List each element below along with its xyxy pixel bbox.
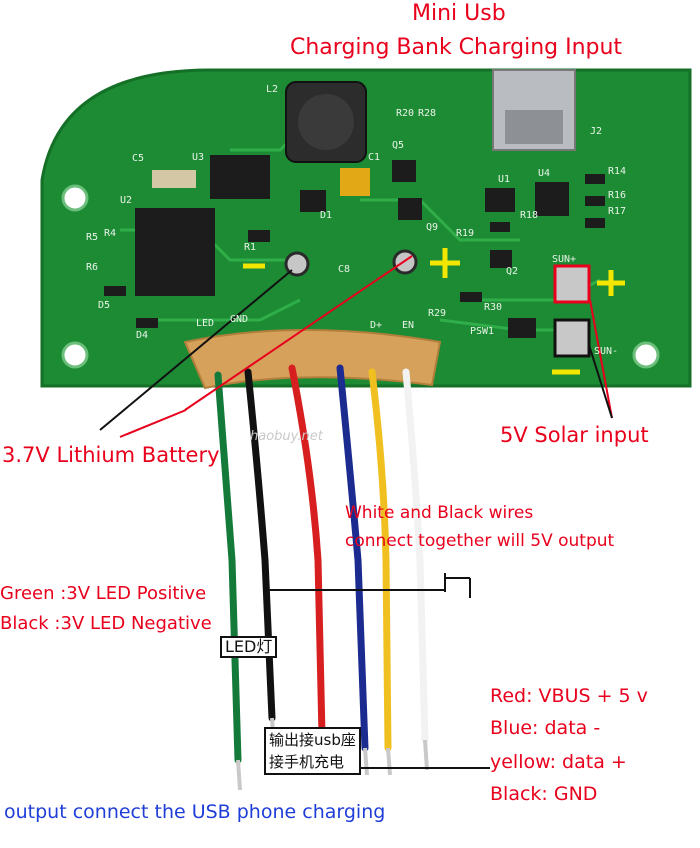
black-wire-label: Black: GND: [490, 783, 598, 805]
silk-r20: R20: [396, 108, 415, 119]
silk-q5: Q5: [392, 140, 405, 151]
ic-u2: [135, 208, 215, 296]
silk-d4: D4: [136, 330, 149, 341]
silk-sun-plus: SUN+: [552, 254, 577, 265]
silk-c8: C8: [338, 264, 351, 275]
led-box-label: LED灯: [220, 636, 278, 658]
silk-u4: U4: [538, 168, 551, 179]
silk-r17: R17: [608, 206, 627, 217]
wire-white: [402, 368, 429, 744]
wire-red: [288, 364, 326, 739]
silk-psw1: PSW1: [470, 326, 495, 337]
mount-hole-left: [61, 184, 89, 212]
silk-sun-minus: SUN-: [594, 346, 619, 357]
silk-d5: D5: [98, 300, 111, 311]
usb-cn-line1: 输出接usb座: [269, 731, 356, 749]
watermark: haobuy.net: [250, 429, 323, 444]
silk-r6: R6: [86, 262, 99, 273]
silk-en: EN: [402, 320, 415, 331]
silk-c5: C5: [132, 153, 145, 164]
white-black-line2: connect together will 5V output: [345, 531, 615, 551]
resistor-r30: [460, 292, 482, 302]
mount-hole-right: [632, 341, 660, 369]
battery-positive-pad: [392, 249, 418, 275]
silk-d1: D1: [320, 210, 333, 221]
silk-j2: J2: [590, 126, 603, 137]
transistor-q2: [490, 250, 512, 268]
silk-r1: R1: [244, 242, 257, 253]
silk-r18: R18: [520, 210, 539, 221]
resistor-r19: [490, 222, 510, 232]
silk-u1: U1: [498, 174, 511, 185]
red-wire-label: Red: VBUS + 5 v: [490, 685, 648, 707]
silk-d-plus: D+: [370, 320, 383, 331]
ic-u4: [535, 182, 569, 216]
diode-d4: [136, 318, 158, 328]
ic-u3: [210, 155, 270, 199]
wire-bundle: [214, 364, 429, 764]
capacitor-c1: [340, 168, 370, 196]
yellow-wire-label: yellow: data +: [490, 751, 627, 773]
silk-u3: U3: [192, 152, 205, 163]
silk-r28: R28: [418, 108, 437, 119]
output-usb-label: output connect the USB phone charging: [4, 801, 386, 823]
wire-yellow: [368, 368, 392, 752]
silk-q2: Q2: [506, 266, 519, 277]
capacitor-c5: [152, 170, 196, 188]
battery-label: 3.7V Lithium Battery: [2, 443, 220, 467]
mini-usb-subtitle: Charging Bank Charging Input: [290, 35, 623, 60]
solar-negative-pad: [553, 318, 591, 358]
wire-blue: [336, 364, 369, 752]
resistor-r16: [585, 196, 605, 206]
mini-usb-title: Mini Usb: [412, 1, 506, 26]
silk-r30: R30: [484, 302, 503, 313]
green-led-label: Green :3V LED Positive: [0, 583, 207, 604]
silk-r29: R29: [428, 308, 447, 319]
polarity-marks: [243, 248, 625, 375]
solar-positive-pad: [553, 264, 591, 304]
annotation-lines-red: [119, 255, 613, 438]
button-psw1: [508, 318, 536, 338]
resistor-r1: [248, 230, 270, 242]
silk-gnd: GND: [230, 314, 249, 325]
silk-r5: R5: [86, 232, 99, 243]
mount-hole-bottom-left: [61, 341, 89, 369]
silk-r4: R4: [104, 228, 117, 239]
silk-led: LED: [196, 318, 215, 329]
transistor-q5: [392, 160, 416, 182]
black-led-label: Black :3V LED Negative: [0, 613, 212, 634]
silk-c1: C1: [368, 152, 381, 163]
silk-r14: R14: [608, 166, 627, 177]
diode-d1: [300, 190, 326, 212]
solar-label: 5V Solar input: [500, 423, 649, 447]
usb-cn-line2: 接手机充电: [269, 753, 345, 771]
silk-l2: L2: [266, 84, 279, 95]
silk-u2: U2: [120, 195, 133, 206]
transistor-q9: [398, 198, 422, 220]
wire-green: [214, 371, 242, 764]
resistor-r14: [585, 174, 605, 184]
usb-cn-box: 输出接usb座 接手机充电: [264, 727, 361, 775]
diode-d5: [104, 286, 126, 296]
wire-black-led: [244, 368, 276, 722]
white-black-line1: White and Black wires: [345, 503, 534, 523]
ic-u1: [485, 188, 515, 212]
resistor-r17: [585, 218, 605, 228]
silk-q9: Q9: [426, 222, 439, 233]
silk-r19: R19: [456, 228, 475, 239]
blue-wire-label: Blue: data -: [490, 717, 601, 739]
silk-r16: R16: [608, 190, 627, 201]
